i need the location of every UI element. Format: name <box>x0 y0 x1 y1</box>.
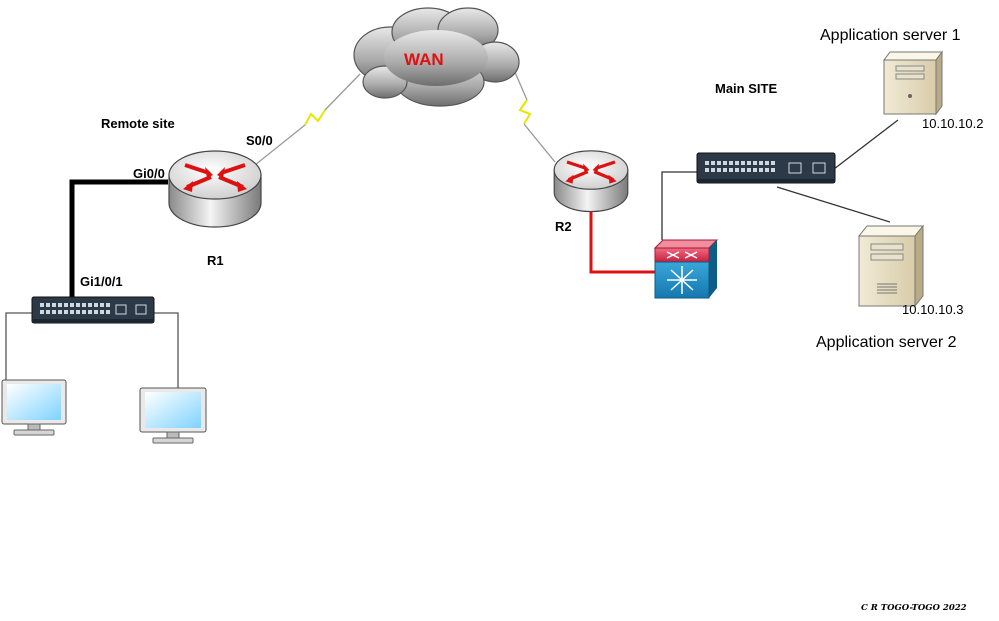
multilayer-switch-icon <box>653 239 719 299</box>
server-1-name-label: Application server 1 <box>820 27 961 44</box>
main-site-title: Main SITE <box>715 81 777 96</box>
link-switch-to-server1 <box>833 119 899 170</box>
server-2-ip-label: 10.10.10.3 <box>902 302 963 317</box>
link-switch-to-server2 <box>776 186 891 223</box>
links <box>5 55 899 388</box>
pc-1-icon <box>1 379 67 436</box>
link-r1-gi0-0-to-switch <box>69 179 168 300</box>
wan-label: WAN <box>404 50 444 69</box>
remote-switch-icon <box>31 296 155 324</box>
pc-2-icon <box>139 387 207 444</box>
router-r1-label: R1 <box>207 253 224 268</box>
router-r2-label: R2 <box>555 219 572 234</box>
copyright-label: C R TOGO-TOGO 2022 <box>861 603 967 613</box>
router-r2-icon <box>553 150 629 213</box>
server-2-icon <box>857 224 925 308</box>
server-1-icon <box>883 50 943 116</box>
switch-uplink-port-label: Gi1/0/1 <box>80 274 123 289</box>
main-switch-icon <box>696 152 836 184</box>
link-wan-to-r2-bolt <box>518 99 532 125</box>
link-switch-to-pc2 <box>150 312 179 388</box>
link-r1-serial-to-wan-bolt <box>304 109 326 126</box>
remote-site-title: Remote site <box>101 116 175 131</box>
link-r1-serial-to-wan-2 <box>324 73 361 111</box>
r1-serial-port-label: S0/0 <box>246 133 273 148</box>
link-wan-to-r2-2 <box>523 123 556 163</box>
router-r1-icon <box>168 150 262 228</box>
server-2-name-label: Application server 2 <box>816 334 957 351</box>
r1-lan-port-label: Gi0/0 <box>133 166 165 181</box>
wan-cloud-icon: WAN <box>353 7 520 107</box>
link-switch-to-pc1 <box>5 312 34 385</box>
link-r2-to-core <box>589 212 655 274</box>
link-core-to-main-switch <box>661 171 697 240</box>
server-1-ip-label: 10.10.10.2 <box>922 116 983 131</box>
link-r1-serial-to-wan-1 <box>254 124 306 166</box>
